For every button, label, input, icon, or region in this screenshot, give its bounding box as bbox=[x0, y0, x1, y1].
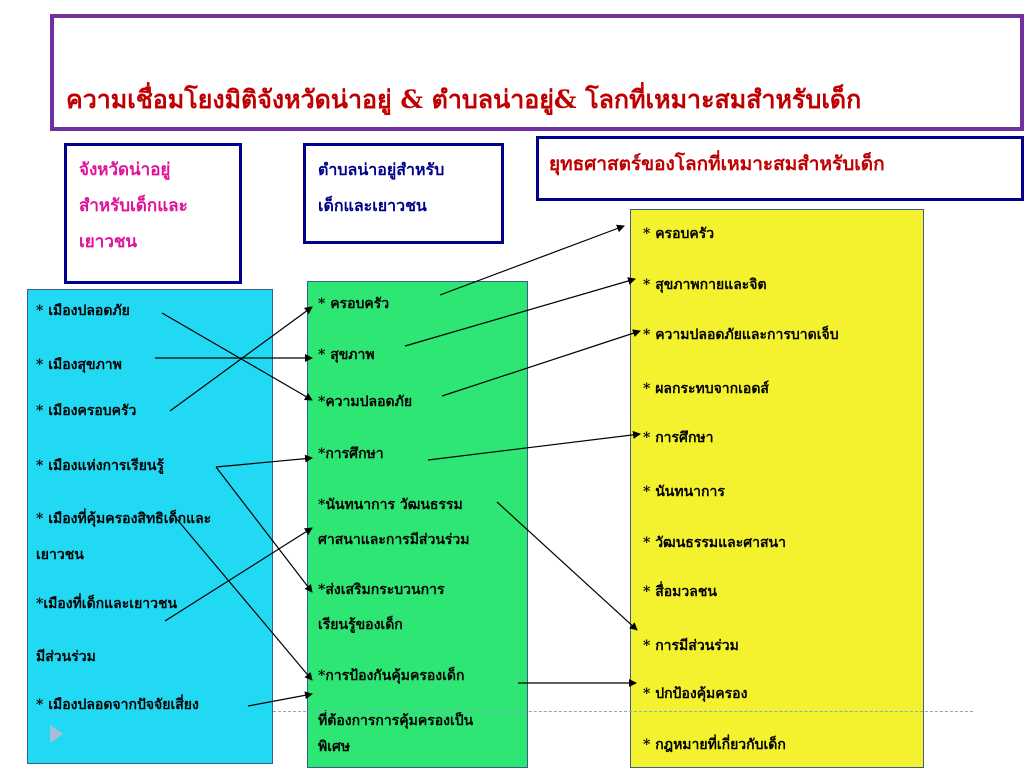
strategy-item: * ผลกระทบจากเอดส์ bbox=[643, 381, 769, 397]
header-province-line: จังหวัดน่าอยู่ bbox=[79, 160, 171, 180]
subdistrict-item: *การศึกษา bbox=[318, 446, 384, 462]
subdistrict-item: เรียนรู้ของเด็ก bbox=[318, 617, 403, 633]
strategy-item: * การศึกษา bbox=[643, 430, 714, 446]
subdistrict-item: *ส่งเสริมกระบวนการ bbox=[318, 582, 445, 598]
strategy-item: * ครอบครัว bbox=[643, 226, 715, 242]
header-subdistrict-line: เด็กและเยาวชน bbox=[318, 196, 427, 215]
divider-line bbox=[273, 711, 973, 712]
strategy-item: * วัฒนธรรมและศาสนา bbox=[643, 535, 786, 551]
subdistrict-item: พิเศษ bbox=[318, 739, 351, 755]
province-item: * เมืองแห่งการเรียนรู้ bbox=[36, 458, 164, 474]
title-box: ความเชื่อมโยงมิติจังหวัดน่าอยู่ & ตำบลน่… bbox=[50, 14, 1024, 131]
page-title: ความเชื่อมโยงมิติจังหวัดน่าอยู่ & ตำบลน่… bbox=[66, 85, 862, 114]
province-item: * เมืองปลอดภัย bbox=[36, 303, 130, 319]
strategy-column: * ครอบครัว * สุขภาพกายและจิต * ความปลอดภ… bbox=[630, 209, 924, 768]
strategy-item: * การมีส่วนร่วม bbox=[643, 638, 739, 654]
header-subdistrict: ตำบลน่าอยู่สำหรับ เด็กและเยาวชน bbox=[303, 143, 504, 244]
subdistrict-item: *การป้องกันคุ้มครองเด็ก bbox=[318, 668, 465, 684]
header-strategy-text: ยุทธศาสตร์ของโลกที่เหมาะสมสำหรับเด็ก bbox=[549, 153, 885, 175]
strategy-item: * สื่อมวลชน bbox=[643, 584, 717, 600]
province-item: มีส่วนร่วม bbox=[36, 649, 96, 665]
subdistrict-item: *นันทนาการ วัฒนธรรม bbox=[318, 497, 463, 513]
province-item: * เมืองปลอดจากปัจจัยเสี่ยง bbox=[36, 697, 199, 713]
province-item: * เมืองสุขภาพ bbox=[36, 357, 122, 373]
slide-bullet-icon bbox=[50, 725, 63, 743]
province-column: * เมืองปลอดภัย * เมืองสุขภาพ * เมืองครอบ… bbox=[27, 289, 273, 764]
subdistrict-item: ที่ต้องการการคุ้มครองเป็น bbox=[318, 713, 474, 729]
province-item: เยาวชน bbox=[36, 547, 84, 563]
header-province-line: เยาวชน bbox=[79, 232, 138, 252]
strategy-item: * กฎหมายที่เกี่ยวกับเด็ก bbox=[643, 737, 786, 753]
strategy-item: * สุขภาพกายและจิต bbox=[643, 277, 767, 293]
header-province-line: สำหรับเด็กและ bbox=[79, 196, 188, 216]
subdistrict-item: * สุขภาพ bbox=[318, 347, 375, 363]
province-item: *เมืองที่เด็กและเยาวชน bbox=[36, 596, 178, 612]
subdistrict-item: * ครอบครัว bbox=[318, 296, 390, 312]
header-strategy: ยุทธศาสตร์ของโลกที่เหมาะสมสำหรับเด็ก bbox=[536, 136, 1024, 201]
strategy-item: * นันทนาการ bbox=[643, 484, 725, 500]
header-province: จังหวัดน่าอยู่ สำหรับเด็กและ เยาวชน bbox=[64, 143, 242, 284]
subdistrict-item: ศาสนาและการมีส่วนร่วม bbox=[318, 532, 470, 548]
subdistrict-column: * ครอบครัว * สุขภาพ *ความปลอดภัย *การศึก… bbox=[307, 281, 528, 768]
subdistrict-item: *ความปลอดภัย bbox=[318, 394, 413, 410]
header-subdistrict-line: ตำบลน่าอยู่สำหรับ bbox=[318, 160, 445, 179]
province-item: * เมืองครอบครัว bbox=[36, 403, 137, 419]
province-item: * เมืองที่คุ้มครองสิทธิเด็กและ bbox=[36, 511, 212, 527]
strategy-item: * ความปลอดภัยและการบาดเจ็บ bbox=[643, 327, 839, 343]
strategy-item: * ปกป้องคุ้มครอง bbox=[643, 686, 748, 702]
